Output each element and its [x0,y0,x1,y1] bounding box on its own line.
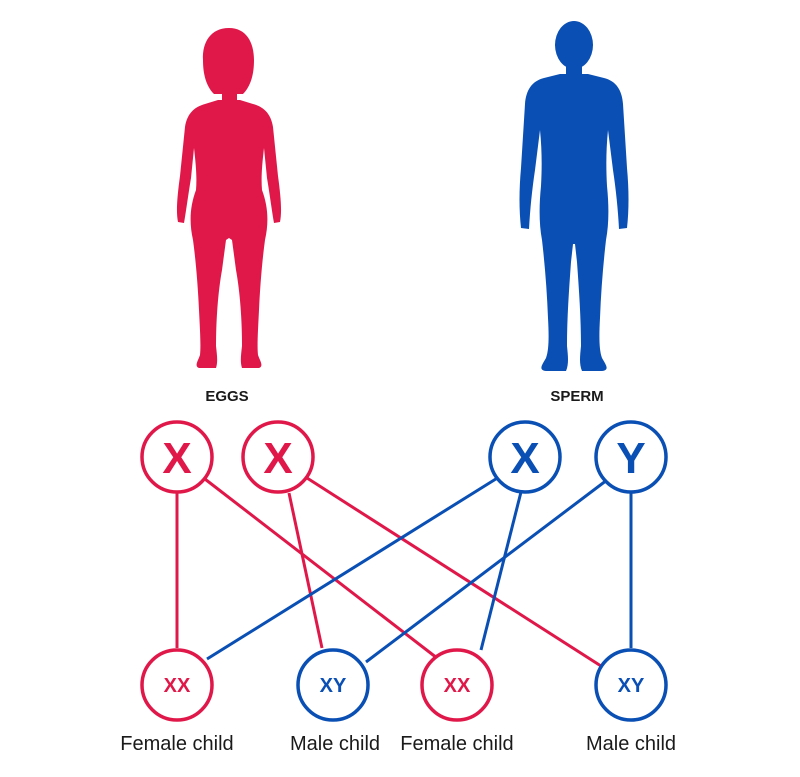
egg-1-circle: X [140,420,214,494]
child-3-circle: XX [420,648,494,722]
child-1-genotype: XX [164,675,191,697]
child-2-circle: XY [296,648,370,722]
child-2-caption: Male child [290,733,380,755]
child-1-circle: XX [140,648,214,722]
eggs-label: EGGS [205,388,248,405]
sperm-1-to-child-1-line [206,475,500,661]
male-figure-icon [519,21,629,371]
sperm-1-chromosome: X [510,434,539,483]
child-4-circle: XY [594,648,668,722]
egg-2-to-child-4-line [306,476,602,668]
egg-1-to-child-3-line [200,474,438,660]
egg-2-chromosome: X [263,434,292,483]
egg-2-to-child-2-line [287,492,324,649]
female-figure-icon [176,28,282,368]
child-4-caption: Male child [586,733,676,755]
egg-1-chromosome: X [162,434,191,483]
child-1-caption: Female child [120,733,233,755]
female-connector-lines [175,474,602,668]
sperm-1-circle: X [488,420,562,494]
male-connector-lines [206,475,633,664]
sperm-2-chromosome: Y [616,434,645,483]
child-4-genotype: XY [618,675,645,697]
child-3-caption: Female child [400,733,513,755]
child-2-genotype: XY [320,675,347,697]
child-3-genotype: XX [444,675,471,697]
egg-2-circle: X [241,420,315,494]
sperm-label: SPERM [550,388,603,405]
sperm-1-to-child-3-line [479,491,523,651]
sperm-2-to-child-2-line [365,475,612,664]
sperm-2-circle: Y [594,420,668,494]
